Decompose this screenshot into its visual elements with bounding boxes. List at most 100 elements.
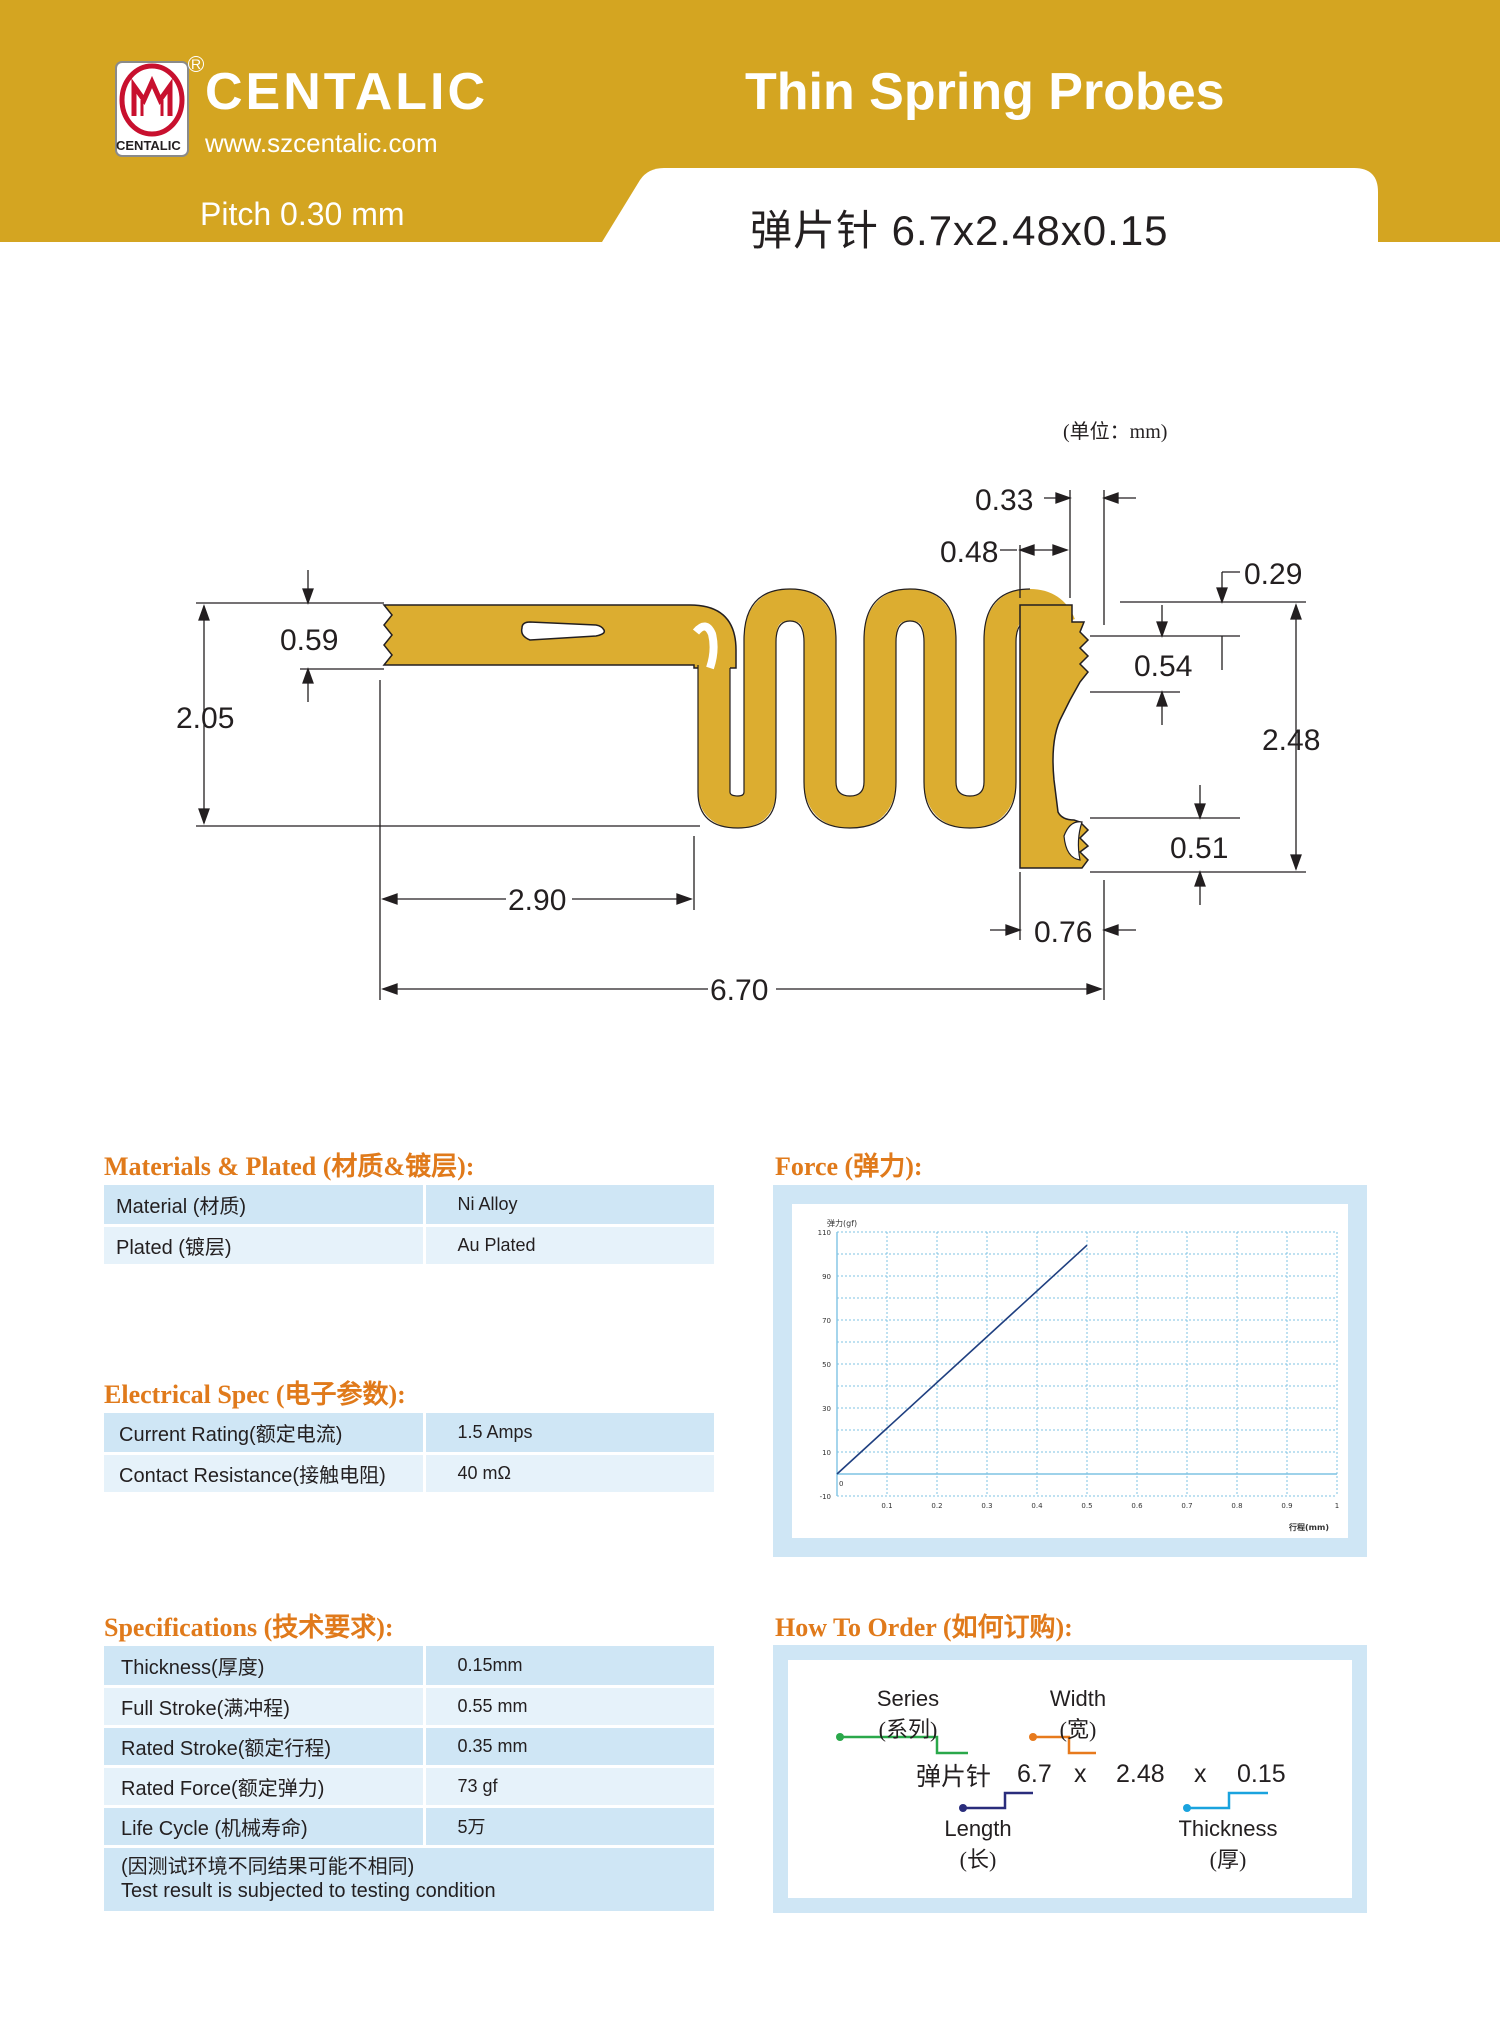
order-title: How To Order (如何订购): [775,1613,1073,1642]
y-tick-label: 50 [822,1361,831,1369]
brand-name: CENTALIC [205,63,489,121]
dim-2.05: 2.05 [176,702,234,735]
x-tick-label: 0.4 [1031,1502,1043,1510]
y-tick-label: -10 [820,1493,831,1501]
row-label: Material (材质) [104,1185,426,1227]
order-panel: Series (系列) Width (宽) 弹片针 6.7 x 2.48 x 0… [773,1645,1367,1913]
x-axis-label: 行程(mm) [1288,1522,1329,1532]
serpentine-spring [698,589,1075,828]
y-tick-label: 30 [822,1405,831,1413]
width-cn: (宽) [1059,1717,1097,1742]
bar-slot [520,621,606,641]
probe-drawing: 0.33 0.48 0.29 0.59 0.54 2.05 2.48 0.51 … [176,484,1320,1007]
table-row: Thickness(厚度)0.15mm [104,1646,714,1688]
table-row: Life Cycle (机械寿命)5万 [104,1806,714,1848]
thickness-cn: (厚) [1209,1847,1247,1872]
y-tick-label: 10 [822,1449,831,1457]
y-tick-label: 90 [822,1273,831,1281]
product-subtitle: 弹片针 6.7x2.48x0.15 [750,207,1169,254]
materials-table: Material (材质)Ni Alloy Plated (镀层)Au Plat… [104,1185,714,1267]
row-value: 73 gf [424,1766,714,1808]
row-value: Ni Alloy [424,1185,714,1227]
page-title: Thin Spring Probes [745,63,1225,121]
y-axis-label: 弹力(gf) [827,1218,857,1228]
registered-mark: R [188,56,204,72]
dim-0.33: 0.33 [975,484,1033,517]
row-label: Current Rating(额定电流) [104,1413,426,1455]
table-row: Contact Resistance(接触电阻)40 mΩ [104,1453,714,1495]
dim-0.29: 0.29 [1244,558,1302,591]
order-diagram: Series (系列) Width (宽) 弹片针 6.7 x 2.48 x 0… [788,1660,1352,1898]
x-tick-label: 0.2 [931,1502,942,1510]
row-value: 1.5 Amps [424,1413,714,1455]
row-value: 0.35 mm [424,1726,714,1768]
row-label: Life Cycle (机械寿命) [104,1806,426,1848]
row-value: 5万 [424,1806,714,1848]
electrical-title: Electrical Spec (电子参数): [104,1380,406,1409]
dim-0.54: 0.54 [1134,650,1192,683]
x-tick-label: 0.6 [1131,1502,1143,1510]
table-row: Plated (镀层)Au Plated [104,1225,714,1267]
note-en: Test result is subjected to testing cond… [121,1880,496,1902]
dim-0.59: 0.59 [280,624,338,657]
specifications-table: Thickness(厚度)0.15mm Full Stroke(满冲程)0.55… [104,1646,714,1914]
materials-title: Materials & Plated (材质&镀层): [104,1152,475,1181]
series-label: Series (系列) [858,1686,958,1744]
unit-label: (单位：mm) [1063,421,1168,443]
part-thickness: 0.15 [1237,1760,1286,1788]
x-tick-label: 0.8 [1231,1502,1242,1510]
row-value: Au Plated [424,1225,714,1267]
table-row: Full Stroke(满冲程)0.55 mm [104,1686,714,1728]
logo-caption: CENTALIC [116,138,181,153]
part-series: 弹片针 [916,1764,992,1791]
series-cn: (系列) [878,1717,938,1742]
spec-note: (因测试环境不同结果可能不相同) Test result is subjecte… [104,1846,714,1914]
dim-2.48: 2.48 [1262,724,1320,757]
table-row: Rated Force(额定弹力)73 gf [104,1766,714,1808]
dim-0.76: 0.76 [1034,916,1092,949]
row-label: Contact Resistance(接触电阻) [104,1453,426,1495]
serpentine-outline [697,588,1031,829]
dim-0.48: 0.48 [940,536,998,569]
x-tick-label: 1 [1335,1502,1339,1510]
row-label: Plated (镀层) [104,1225,426,1267]
centalic-logo [115,61,189,157]
thickness-label: Thickness (厚) [1168,1816,1288,1874]
note-cn: (因测试环境不同结果可能不相同) [121,1856,415,1878]
times-1: x [1074,1760,1087,1788]
y-tick-label: 70 [822,1317,831,1325]
x-tick-label: 0.7 [1181,1502,1192,1510]
series-en: Series [876,1686,940,1711]
row-value: 0.15mm [424,1646,714,1688]
row-value: 0.55 mm [424,1686,714,1728]
part-length: 6.7 [1017,1760,1052,1788]
pitch-label: Pitch 0.30 mm [200,196,405,232]
table-row: Current Rating(额定电流)1.5 Amps [104,1413,714,1455]
length-label: Length (长) [938,1816,1018,1874]
table-row: Material (材质)Ni Alloy [104,1185,714,1227]
x-tick-label: 0.9 [1281,1502,1292,1510]
dim-2.90: 2.90 [508,884,566,917]
specifications-title: Specifications (技术要求): [104,1613,394,1642]
dim-6.70: 6.70 [710,974,768,1007]
brand-url[interactable]: www.szcentalic.com [205,128,438,158]
row-value: 40 mΩ [424,1453,714,1495]
width-label: Width (宽) [1038,1686,1118,1744]
thickness-en: Thickness [1178,1816,1278,1841]
width-en: Width [1049,1686,1107,1711]
x-tick-label: 0 [839,1480,843,1488]
force-line [836,1244,1088,1475]
x-tick-label: 0.5 [1081,1502,1092,1510]
part-width: 2.48 [1116,1760,1165,1788]
length-en: Length [944,1816,1012,1841]
dim-0.51: 0.51 [1170,832,1228,865]
x-tick-label: 0.1 [881,1502,892,1510]
length-cn: (长) [959,1847,997,1872]
table-row: Rated Stroke(额定行程)0.35 mm [104,1726,714,1768]
table-row: (因测试环境不同结果可能不相同) Test result is subjecte… [104,1846,714,1914]
row-label: Full Stroke(满冲程) [104,1686,426,1728]
electrical-table: Current Rating(额定电流)1.5 Amps Contact Res… [104,1413,714,1495]
